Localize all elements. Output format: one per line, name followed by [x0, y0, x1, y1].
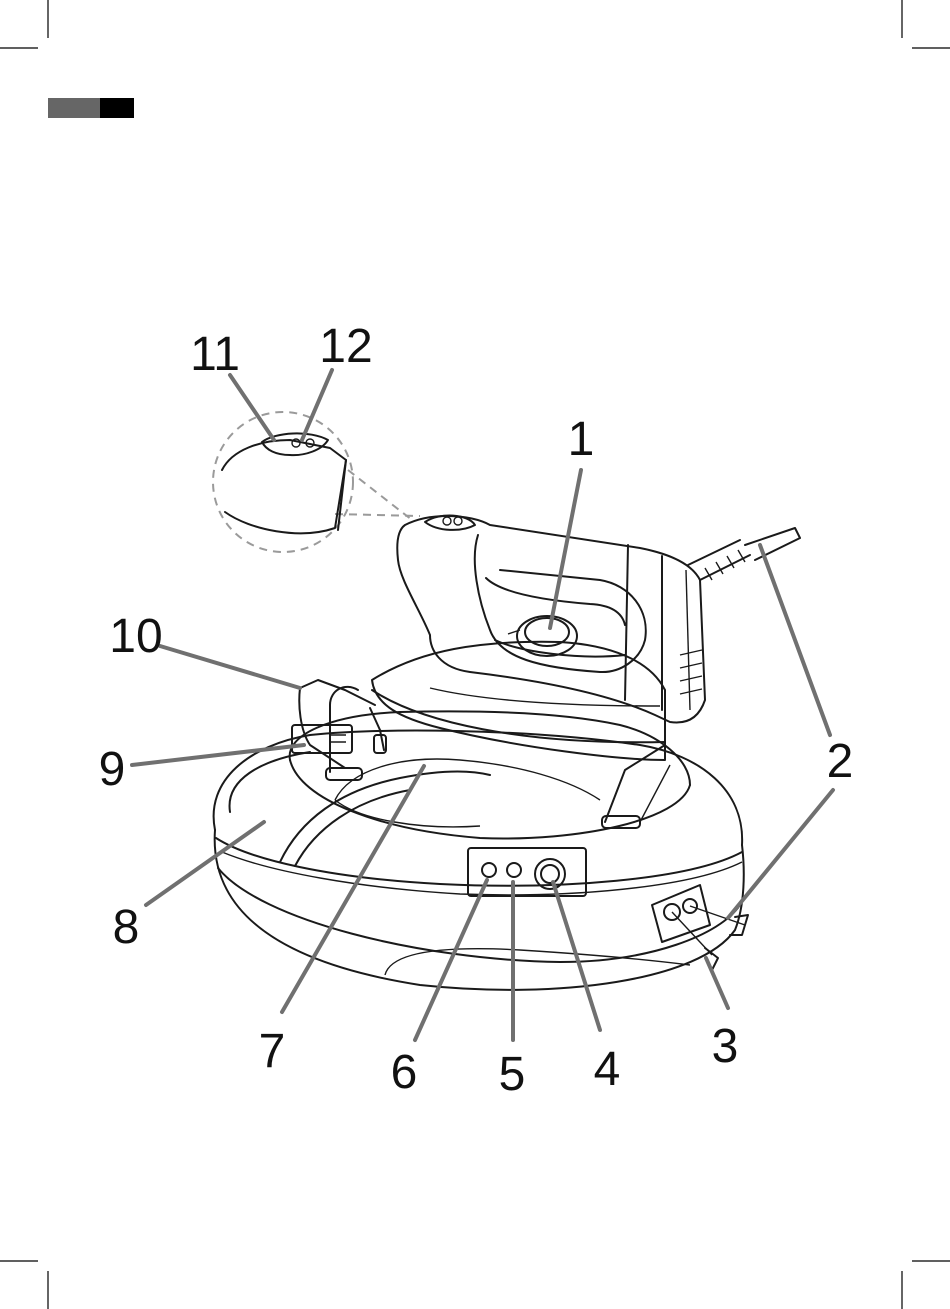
header-bar: [48, 98, 134, 118]
header-bar-gray: [48, 98, 100, 118]
callout-1: 1: [568, 413, 595, 466]
leader-4: [553, 882, 600, 1030]
leader-10: [160, 646, 300, 688]
callout-10: 10: [109, 610, 162, 663]
callout-12: 12: [319, 320, 372, 373]
leader-2-top: [760, 545, 830, 735]
callout-6: 6: [391, 1046, 418, 1099]
zoom-detail: [213, 412, 420, 552]
callout-7: 7: [259, 1025, 286, 1078]
leader-9: [132, 745, 304, 765]
callout-4: 4: [594, 1043, 621, 1096]
leader-12: [302, 370, 332, 440]
leader-11: [230, 375, 274, 440]
callout-2-bottom: 2: [827, 735, 854, 788]
steam-iron: [372, 516, 800, 760]
callout-3: 3: [712, 1020, 739, 1073]
callout-5: 5: [499, 1048, 526, 1101]
callout-labels: 1 2 2 3 4 5 6 7 8 9 10 11 12: [99, 320, 854, 1101]
base-station: [214, 680, 748, 990]
callout-9: 9: [99, 743, 126, 796]
callout-8: 8: [113, 901, 140, 954]
leader-6: [415, 880, 487, 1040]
leader-3: [706, 958, 728, 1008]
leader-1: [550, 470, 581, 628]
header-bar-black: [100, 98, 134, 118]
callout-11: 11: [190, 328, 240, 381]
